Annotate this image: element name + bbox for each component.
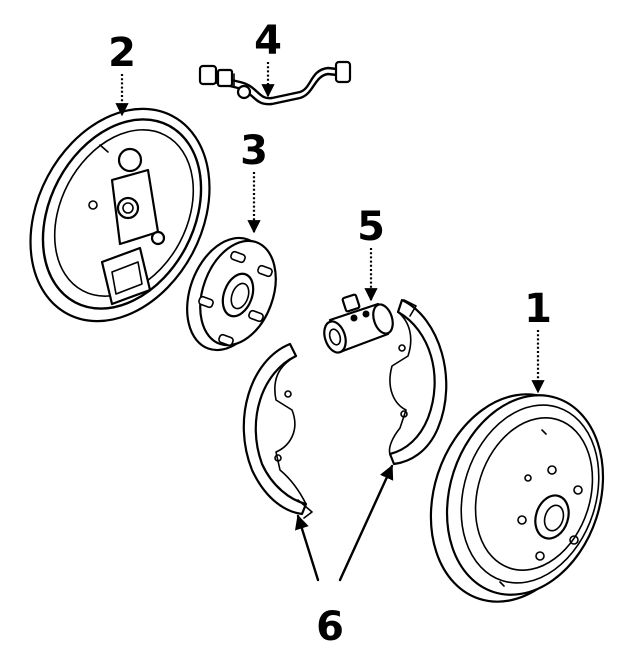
- leader-lines: [115, 62, 545, 582]
- drum-part: [429, 393, 605, 603]
- callout-5-label: 5: [357, 204, 385, 250]
- brake-line-part: [198, 60, 352, 106]
- brake-shoe-left-part: [242, 342, 313, 519]
- callout-1-label: 1: [524, 286, 552, 332]
- callout-6-label: 6: [316, 604, 344, 650]
- backing-plate-part: [29, 107, 211, 323]
- hub-part: [186, 236, 277, 352]
- callout-4-label: 4: [254, 18, 282, 64]
- callout-2-label: 2: [108, 30, 136, 76]
- brake-shoe-right-part: [388, 298, 448, 466]
- wheel-cylinder-part: [323, 293, 394, 354]
- callout-3-label: 3: [240, 128, 268, 174]
